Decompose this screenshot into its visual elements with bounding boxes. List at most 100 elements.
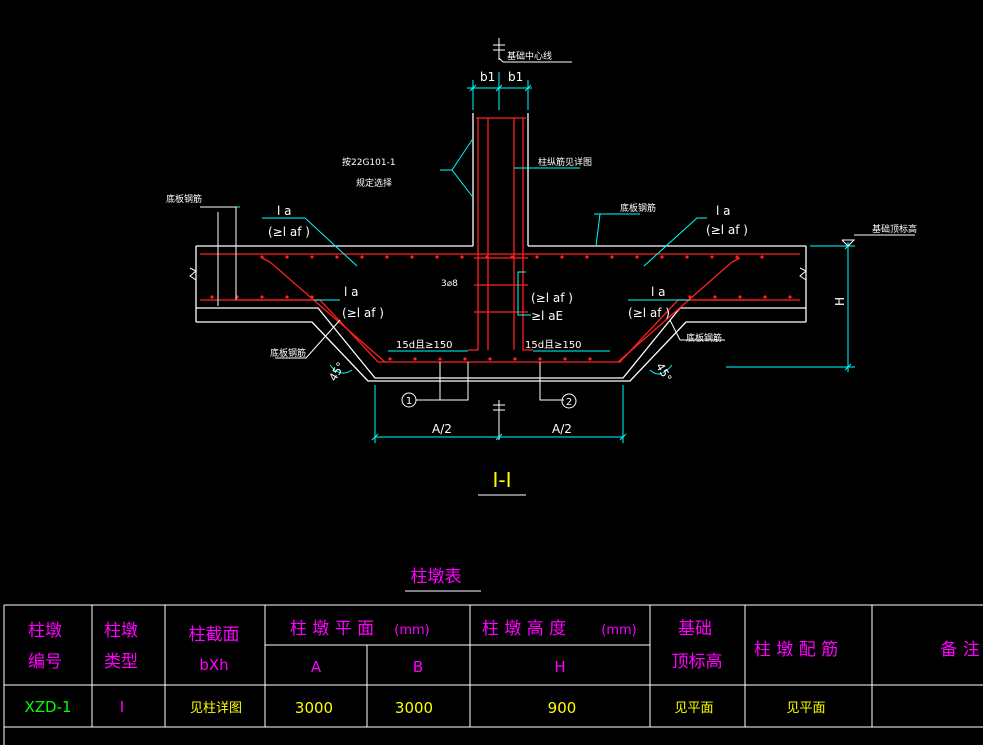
rebar-dot bbox=[435, 255, 439, 259]
rebar-dot bbox=[660, 255, 664, 259]
header-section-2: bXh bbox=[199, 656, 228, 674]
section-title-group: I-I bbox=[478, 468, 526, 496]
header-section-1: 柱截面 bbox=[189, 625, 240, 645]
la-top-right: l a bbox=[716, 204, 731, 218]
pier-table: 柱墩表 柱墩 编号 柱墩 类型 柱截面 bXh 柱 墩 平 面 (mm) bbox=[3, 567, 983, 745]
center-line bbox=[493, 38, 572, 440]
rebar-dot bbox=[485, 255, 489, 259]
rebar-dot bbox=[513, 357, 517, 361]
header-col-b: B bbox=[413, 658, 423, 676]
cell-id: XZD-1 bbox=[24, 698, 71, 716]
rebar-dot bbox=[460, 255, 464, 259]
concrete-outline bbox=[195, 113, 807, 382]
rebar-dot bbox=[260, 295, 264, 299]
laf-center: (≥l af ) bbox=[531, 291, 573, 305]
header-remark: 备 注 bbox=[940, 640, 979, 660]
rebar-dot bbox=[610, 255, 614, 259]
rebar-dot bbox=[738, 295, 742, 299]
foundation-top-note: 基础顶标高 bbox=[872, 223, 917, 235]
height-label: H bbox=[833, 297, 847, 306]
dim-a-left: A/2 bbox=[432, 422, 452, 436]
rebar-dot bbox=[285, 255, 289, 259]
top-rebar-left: 底板钢筋 bbox=[166, 193, 202, 205]
la-mid-left: l a bbox=[344, 285, 359, 299]
rebar-dot bbox=[413, 357, 417, 361]
bottom-rebar-right: 底板钢筋 bbox=[686, 332, 722, 344]
cell-type: I bbox=[120, 698, 124, 716]
marker-1-label: 1 bbox=[406, 396, 412, 407]
rebar-dot bbox=[285, 295, 289, 299]
header-elev-1: 基础 bbox=[678, 619, 712, 639]
table-grid bbox=[3, 604, 983, 745]
dim-a-right: A/2 bbox=[552, 422, 572, 436]
laf-mid-left: (≥l af ) bbox=[342, 306, 384, 320]
rebar-dot bbox=[410, 255, 414, 259]
rebar-dot bbox=[685, 255, 689, 259]
rebar-dot bbox=[735, 255, 739, 259]
rebar-dot bbox=[438, 357, 442, 361]
rebar-dot bbox=[510, 255, 514, 259]
rebar-dot bbox=[388, 357, 392, 361]
angle-left: 45° bbox=[327, 360, 348, 383]
cell-section: 见柱详图 bbox=[190, 701, 242, 716]
rebar-dot bbox=[385, 255, 389, 259]
section-drawing: 1 2 基础中心线 b1 b1 按22G101-1 规定选择 柱纵筋见详图 底板… bbox=[166, 38, 917, 496]
rebar-dot bbox=[688, 295, 692, 299]
cell-b: 3000 bbox=[395, 699, 433, 717]
center-line-note: 基础中心线 bbox=[507, 50, 552, 62]
rebar-dots bbox=[210, 255, 792, 361]
rebar-dot bbox=[788, 295, 792, 299]
rebar-dot bbox=[210, 295, 214, 299]
rebar-dot bbox=[635, 255, 639, 259]
header-height-unit: (mm) bbox=[601, 623, 636, 638]
laf-top-left: (≥l af ) bbox=[268, 225, 310, 239]
rebar-dot bbox=[585, 255, 589, 259]
b1-left: b1 bbox=[480, 70, 495, 84]
rebar-dot bbox=[360, 255, 364, 259]
leader-lines bbox=[200, 206, 915, 401]
rebar-dot bbox=[588, 357, 592, 361]
header-rebar: 柱 墩 配 筋 bbox=[754, 640, 838, 660]
cell-a: 3000 bbox=[295, 699, 333, 717]
rebar-dot bbox=[310, 295, 314, 299]
table-header: 柱墩 编号 柱墩 类型 柱截面 bXh 柱 墩 平 面 (mm) 柱 墩 高 度… bbox=[28, 619, 980, 676]
cell-rebar: 见平面 bbox=[786, 701, 825, 716]
laf-top-right: (≥l af ) bbox=[706, 223, 748, 237]
la-mid-right: l a bbox=[651, 285, 666, 299]
marker-2-label: 2 bbox=[566, 397, 572, 408]
rebar-dot bbox=[710, 255, 714, 259]
bottom-rebar-left: 底板钢筋 bbox=[270, 347, 306, 359]
rebar-dot bbox=[260, 255, 264, 259]
marker-1: 1 bbox=[401, 392, 417, 408]
break-marks bbox=[189, 267, 807, 281]
lae-center: ≥l aE bbox=[531, 309, 563, 323]
rebar-dot bbox=[488, 357, 492, 361]
rebar-dot bbox=[535, 255, 539, 259]
rebar-dot bbox=[335, 255, 339, 259]
rebar-dot bbox=[463, 357, 467, 361]
header-type-1: 柱墩 bbox=[104, 621, 138, 641]
header-type-2: 类型 bbox=[104, 652, 138, 672]
rebar-dot bbox=[713, 295, 717, 299]
column-rebar-note: 柱纵筋见详图 bbox=[538, 156, 592, 168]
top-rebar-right: 底板钢筋 bbox=[620, 202, 656, 214]
section-labels: 基础中心线 b1 b1 按22G101-1 规定选择 柱纵筋见详图 底板钢筋 底… bbox=[166, 50, 917, 436]
header-id-1: 柱墩 bbox=[28, 621, 62, 641]
rebar-dot bbox=[763, 295, 767, 299]
rebar bbox=[200, 117, 800, 363]
section-title: I-I bbox=[492, 468, 511, 492]
rebar-dot bbox=[538, 357, 542, 361]
header-id-2: 编号 bbox=[28, 652, 62, 672]
rebar-dot bbox=[310, 255, 314, 259]
stirrup-label: 3⌀8 bbox=[441, 279, 458, 289]
rebar-dot bbox=[560, 255, 564, 259]
laf-mid-right: (≥l af ) bbox=[628, 306, 670, 320]
cell-top-elev: 见平面 bbox=[674, 701, 713, 716]
table-row: XZD-1 I 见柱详图 3000 3000 900 见平面 见平面 bbox=[24, 698, 825, 717]
header-col-a: A bbox=[311, 658, 322, 676]
angle-right: 45° bbox=[653, 361, 674, 384]
marker-2: 2 bbox=[561, 393, 577, 409]
header-elev-2: 顶标高 bbox=[672, 652, 723, 672]
hook-right: 15d且≥150 bbox=[525, 339, 582, 351]
